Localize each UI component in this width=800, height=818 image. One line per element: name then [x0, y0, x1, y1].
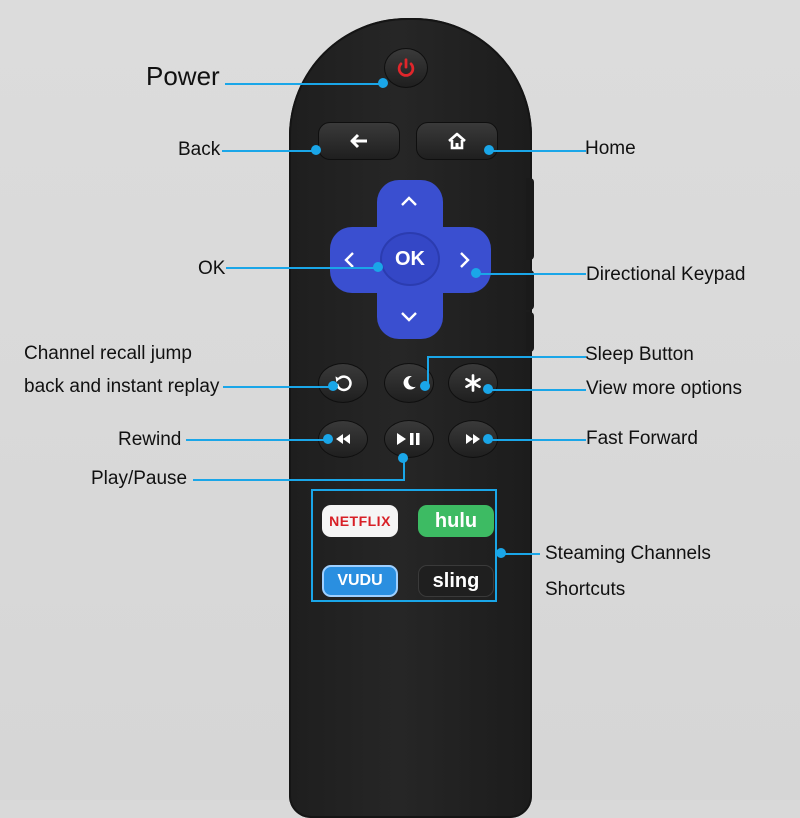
- rewind-icon: [335, 433, 351, 445]
- label-play-pause: Play/Pause: [91, 468, 188, 489]
- rewind-callout-line: [186, 439, 328, 441]
- chevron-right-icon[interactable]: [458, 250, 472, 275]
- play-pause-callout-line: [193, 479, 405, 481]
- options-callout-dot: [483, 384, 493, 394]
- streaming-callout-dot: [496, 548, 506, 558]
- label-streaming-line2: Shortcuts: [545, 579, 626, 600]
- home-callout-line: [490, 150, 586, 152]
- label-rewind: Rewind: [118, 429, 182, 450]
- sleep-button[interactable]: [384, 363, 434, 403]
- replay-icon: [333, 373, 353, 393]
- fast-forward-callout-line: [488, 439, 586, 441]
- ok-callout-dot: [373, 262, 383, 272]
- home-button[interactable]: [416, 122, 498, 160]
- sling-button[interactable]: sling: [418, 565, 494, 597]
- options-callout-line: [488, 389, 586, 391]
- play-pause-icon: [396, 432, 422, 446]
- chevron-down-icon[interactable]: [399, 310, 419, 329]
- streaming-callout-line: [500, 553, 540, 555]
- power-button[interactable]: [384, 48, 428, 88]
- label-home: Home: [585, 138, 636, 159]
- label-sleep-button: Sleep Button: [585, 344, 694, 365]
- label-channel-recall-line1: Channel recall jump: [24, 343, 192, 364]
- label-streaming-line1: Steaming Channels: [545, 543, 711, 564]
- replay-callout-line: [223, 386, 333, 388]
- directional-keypad[interactable]: OK: [330, 180, 491, 339]
- volume-side-key[interactable]: [526, 178, 534, 260]
- chevron-up-icon[interactable]: [399, 194, 419, 213]
- back-arrow-icon: [349, 133, 369, 149]
- fast-forward-callout-dot: [483, 434, 493, 444]
- dpad-callout-line: [478, 273, 586, 275]
- moon-icon: [400, 374, 418, 392]
- label-power: Power: [146, 61, 220, 91]
- chevron-left-icon[interactable]: [342, 250, 356, 275]
- play-pause-button[interactable]: [384, 420, 434, 458]
- fast-forward-icon: [465, 433, 481, 445]
- options-button[interactable]: [448, 363, 498, 403]
- replay-callout-dot: [328, 381, 338, 391]
- label-ok: OK: [198, 258, 226, 279]
- streaming-shortcuts-box: [311, 489, 497, 602]
- ok-button[interactable]: OK: [382, 234, 438, 284]
- home-callout-dot: [484, 145, 494, 155]
- sleep-callout-dot: [420, 381, 430, 391]
- sleep-callout-line: [427, 356, 586, 358]
- back-callout-dot: [311, 145, 321, 155]
- back-callout-line: [222, 150, 318, 152]
- ok-callout-line: [226, 267, 378, 269]
- label-view-more-options: View more options: [586, 378, 742, 399]
- mute-side-key[interactable]: [526, 312, 534, 352]
- dpad-callout-dot: [471, 268, 481, 278]
- label-back: Back: [178, 139, 221, 160]
- label-channel-recall-line2: back and instant replay: [24, 376, 220, 397]
- label-directional-keypad: Directional Keypad: [586, 264, 746, 285]
- vudu-button[interactable]: VUDU: [322, 565, 398, 597]
- power-callout-dot: [378, 78, 388, 88]
- asterisk-icon: [463, 373, 483, 393]
- power-callout-line: [225, 83, 385, 85]
- label-fast-forward: Fast Forward: [586, 428, 698, 449]
- rewind-button[interactable]: [318, 420, 368, 458]
- side-key[interactable]: [526, 270, 534, 310]
- rewind-callout-dot: [323, 434, 333, 444]
- replay-button[interactable]: [318, 363, 368, 403]
- play-pause-callout-dot: [398, 453, 408, 463]
- home-icon: [447, 132, 467, 150]
- back-button[interactable]: [318, 122, 400, 160]
- hulu-button[interactable]: hulu: [418, 505, 494, 537]
- netflix-button[interactable]: NETFLIX: [322, 505, 398, 537]
- power-icon: [395, 57, 417, 79]
